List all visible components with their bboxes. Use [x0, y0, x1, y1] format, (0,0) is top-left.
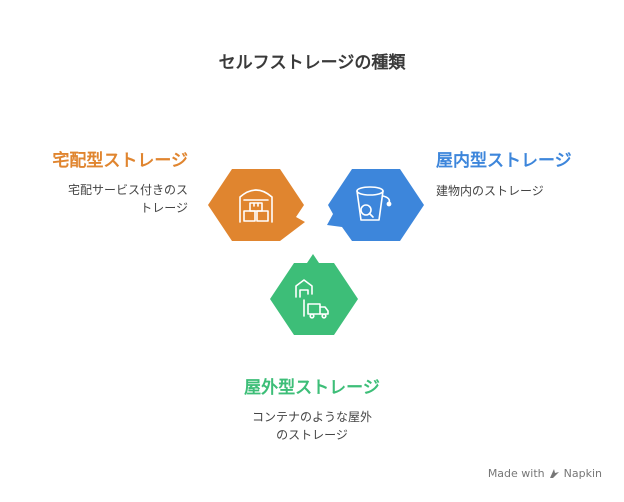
garage-truck-icon: [295, 279, 329, 319]
description-line: トレージ: [140, 201, 188, 215]
hexagon-left: [208, 169, 305, 241]
description-line: のストレージ: [276, 428, 348, 442]
heading-indoor-storage: 屋内型ストレージ: [436, 151, 572, 171]
description-outdoor-storage: コンテナのような屋外 のストレージ: [0, 408, 624, 444]
description-line: コンテナのような屋外: [251, 410, 372, 424]
made-with-napkin[interactable]: Made with Napkin: [488, 467, 602, 480]
hexagon-right: [327, 169, 424, 241]
description-indoor-storage: 建物内のストレージ: [436, 184, 544, 198]
bucket-search-icon: [356, 186, 392, 221]
diagram-title: セルフストレージの種類: [218, 53, 406, 73]
warehouse-boxes-icon: [239, 189, 273, 223]
made-with-label: Made with: [487, 467, 545, 480]
hexagon-bottom: [270, 254, 358, 335]
napkin-brand: Napkin: [563, 467, 602, 480]
description-line: 宅配サービス付きのス: [67, 183, 188, 197]
description-delivery-storage: 宅配サービス付きのス トレージ: [18, 181, 188, 217]
napkin-logo-icon: [549, 469, 559, 478]
heading-delivery-storage: 宅配型ストレージ: [52, 151, 188, 171]
heading-outdoor-storage: 屋外型ストレージ: [244, 378, 380, 398]
